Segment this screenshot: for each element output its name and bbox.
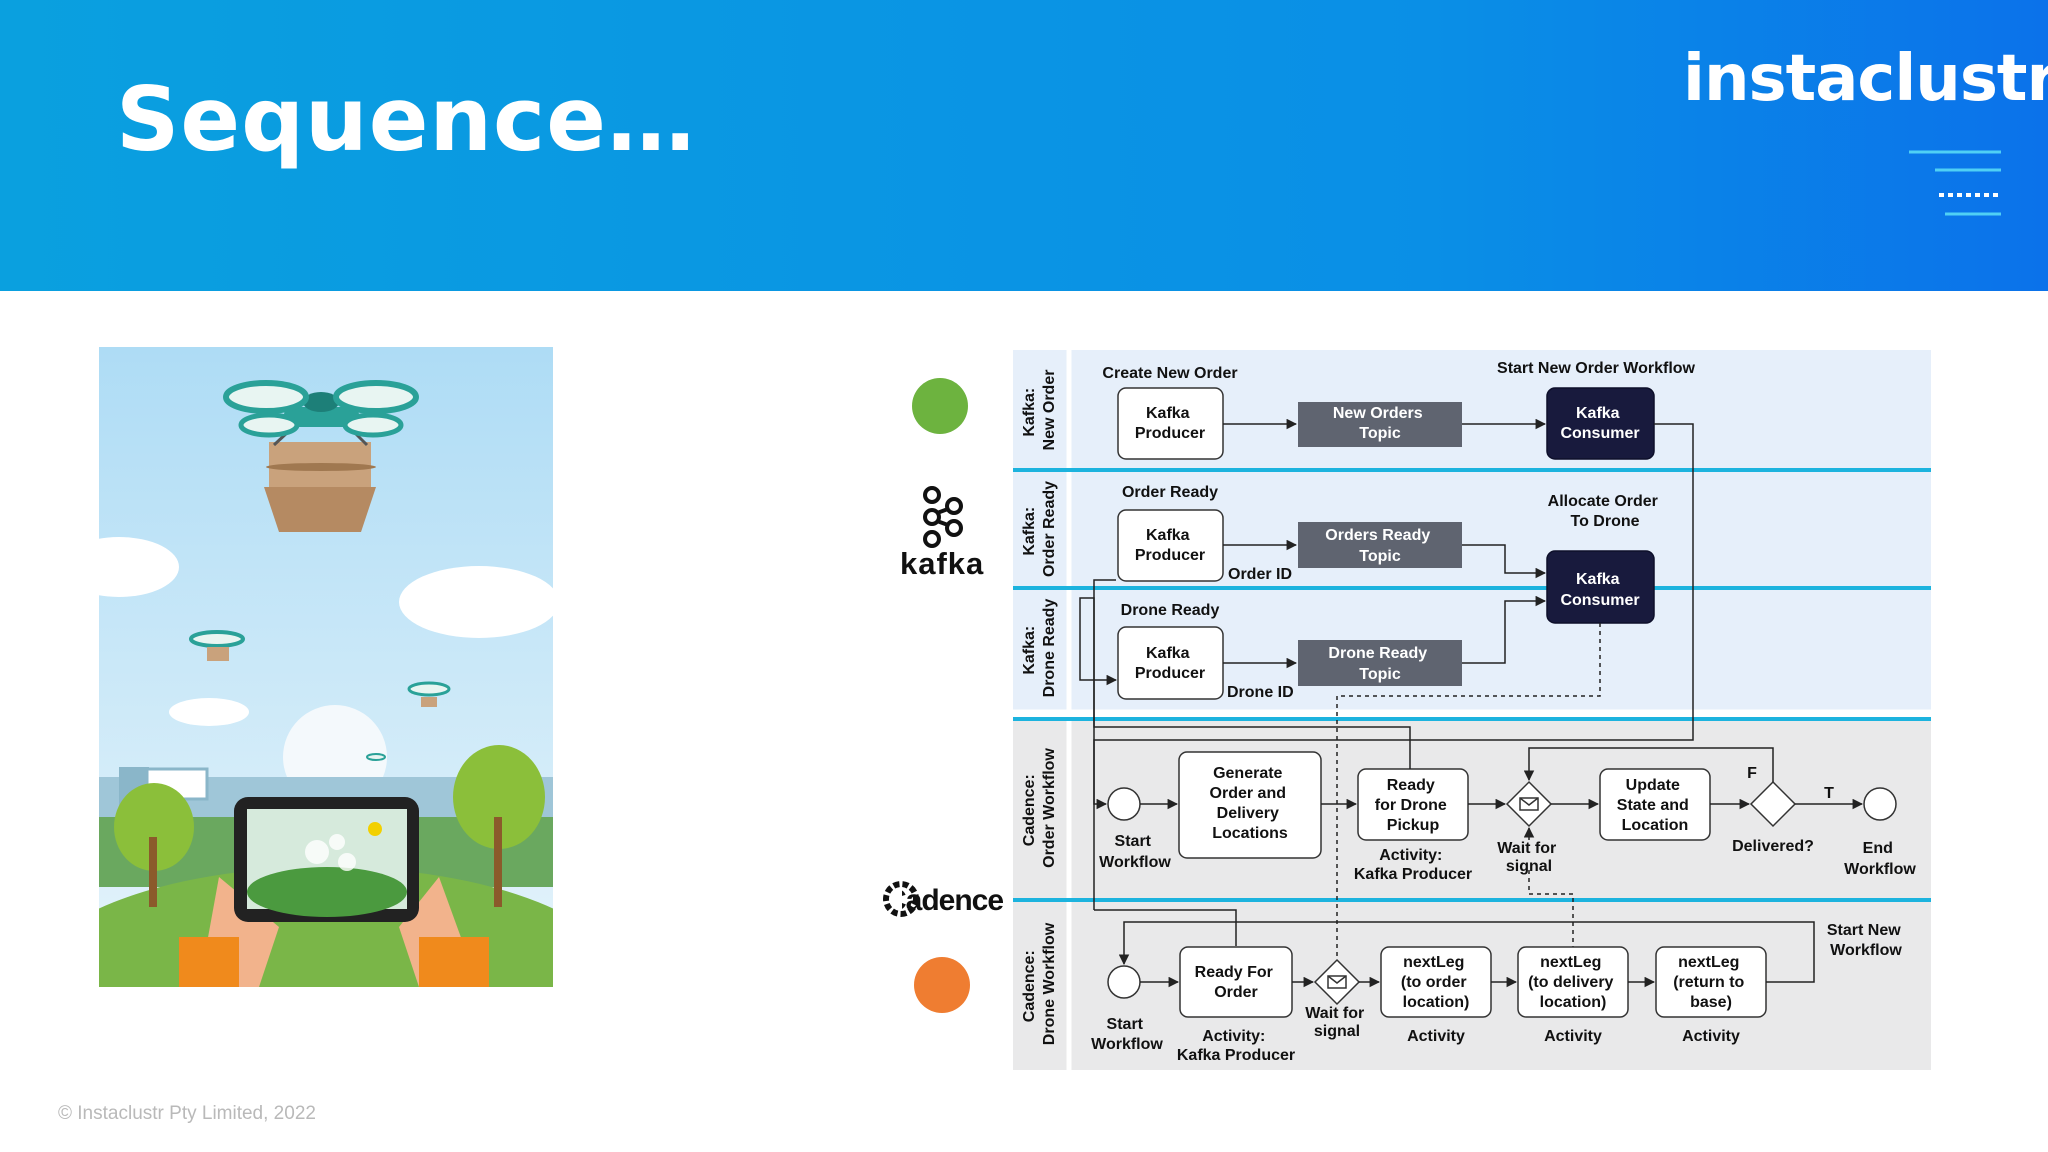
lane-label-drone-ready: Kafka: Drone Ready xyxy=(1021,599,1058,698)
sequence-diagram: .lbl { font-size: 16px; font-weight: 700… xyxy=(1013,350,1931,1070)
cadence-logo-text: Cadence xyxy=(885,884,1004,917)
drone-delivery-illustration xyxy=(99,347,553,987)
svg-text:Activity: Kafka Producer: Activity: Kafka Producer xyxy=(1177,1028,1295,1064)
lane-label-drone-workflow: Cadence: Drone Workflow xyxy=(1021,922,1058,1045)
kafka-producer-label: Kafka Producer xyxy=(1135,405,1205,442)
svg-text:Wait for signal: Wait for signal xyxy=(1305,1005,1368,1040)
svg-text:Update State and Locat: Update State and Location xyxy=(1617,777,1693,834)
svg-text:Ready for Drone Pickup: Ready for Drone Pickup xyxy=(1375,777,1451,834)
end-event-order-workflow xyxy=(1863,787,1897,821)
svg-text:nextLeg (to delivery l: nextLeg (to delivery location) xyxy=(1528,954,1618,1011)
svg-text:Wait for signal: Wait for signal xyxy=(1497,840,1560,875)
copyright-footer: © Instaclustr Pty Limited, 2022 xyxy=(58,1103,316,1124)
ready-for-order-node xyxy=(1179,946,1293,1018)
caption-drone-ready: Drone Ready xyxy=(1121,602,1220,619)
svg-text:Kafka Consumer: Kafka Consumer xyxy=(1560,571,1639,609)
svg-text:Generate Order and Del: Generate Order and Delivery Locations xyxy=(1210,765,1291,842)
svg-text:Start New Workflow: Start New Workflow xyxy=(1827,922,1905,959)
lane-label-order-ready: Kafka: Order Ready xyxy=(1021,481,1058,577)
svg-text:Kafka Consumer: Kafka Consumer xyxy=(1560,405,1639,442)
svg-text:nextLeg (return to bas: nextLeg (return to base) xyxy=(1673,954,1749,1011)
orange-status-dot xyxy=(914,957,970,1013)
label-drone-id: Drone ID xyxy=(1227,684,1294,701)
wait-for-signal-gateway xyxy=(1505,780,1553,828)
svg-text:nextLeg (to order loca: nextLeg (to order location) xyxy=(1401,954,1471,1011)
svg-text:Kafka Producer: Kafka Producer xyxy=(1135,645,1205,682)
svg-text:Activity: Activity xyxy=(1407,1028,1465,1045)
svg-text:Start Workflow: Start Workflow xyxy=(1091,1016,1163,1053)
svg-text:Drone Ready Topic: Drone Ready Topic xyxy=(1328,645,1431,683)
kafka-logo-text: kafka xyxy=(900,546,985,581)
svg-text:End Workflow: End Workflow xyxy=(1844,840,1916,878)
svg-text:Activity: Kafka Producer: Activity: Kafka Producer xyxy=(1354,847,1472,883)
caption-start-new-order-workflow: Start New Order Workflow xyxy=(1497,360,1696,377)
start-event-drone-workflow xyxy=(1107,965,1141,999)
start-event-order-workflow xyxy=(1107,787,1141,821)
green-status-dot xyxy=(912,378,968,434)
lane-label-new-order: Kafka: New Order xyxy=(1021,370,1058,451)
lane-label-order-workflow: Cadence: Order Workflow xyxy=(1021,748,1058,868)
svg-text:F: F xyxy=(1747,765,1757,782)
slide-title: Sequence… xyxy=(116,68,696,171)
delivered-gateway xyxy=(1749,780,1797,828)
new-orders-topic xyxy=(1298,402,1462,447)
svg-text:Start Workflow: Start Workflow xyxy=(1099,833,1171,871)
drone-ready-topic xyxy=(1298,640,1462,686)
kafka-producer-order-ready xyxy=(1117,509,1224,582)
kafka-producer-drone-ready xyxy=(1117,626,1224,700)
envelope-icon xyxy=(1519,797,1539,811)
svg-text:New Orders Topic: New Orders Topic xyxy=(1333,405,1427,442)
svg-text:T: T xyxy=(1824,785,1834,802)
brand-logo: instaclustr xyxy=(1683,42,2048,116)
kafka-logo-icon xyxy=(923,486,963,548)
svg-text:Delivered?: Delivered? xyxy=(1732,838,1814,855)
svg-text:Orders Ready Topic: Orders Ready Topic xyxy=(1325,527,1434,565)
kafka-producer-new-order xyxy=(1117,387,1224,460)
caption-order-ready: Order Ready xyxy=(1122,484,1218,501)
cadence-gear-icon xyxy=(883,881,919,917)
decorative-lines-icon xyxy=(1909,150,2001,216)
envelope-icon-drone xyxy=(1327,975,1347,989)
svg-text:Kafka Producer: Kafka Producer xyxy=(1135,527,1205,564)
generate-locations-node xyxy=(1178,751,1322,859)
label-order-id: Order ID xyxy=(1228,566,1292,583)
svg-text:Activity: Activity xyxy=(1544,1028,1602,1045)
caption-allocate-order: Allocate Order To Drone xyxy=(1548,493,1663,530)
svg-text:Activity: Activity xyxy=(1682,1028,1740,1045)
orders-ready-topic xyxy=(1298,522,1462,568)
drone-wait-for-signal-gateway xyxy=(1313,958,1361,1006)
svg-text:Ready For Order: Ready For Order xyxy=(1195,964,1278,1001)
brand-logo-text: instaclustr xyxy=(1683,42,2048,116)
caption-create-new-order: Create New Order xyxy=(1102,365,1237,382)
kafka-consumer-new-order xyxy=(1546,387,1655,460)
header-banner xyxy=(0,0,2048,291)
